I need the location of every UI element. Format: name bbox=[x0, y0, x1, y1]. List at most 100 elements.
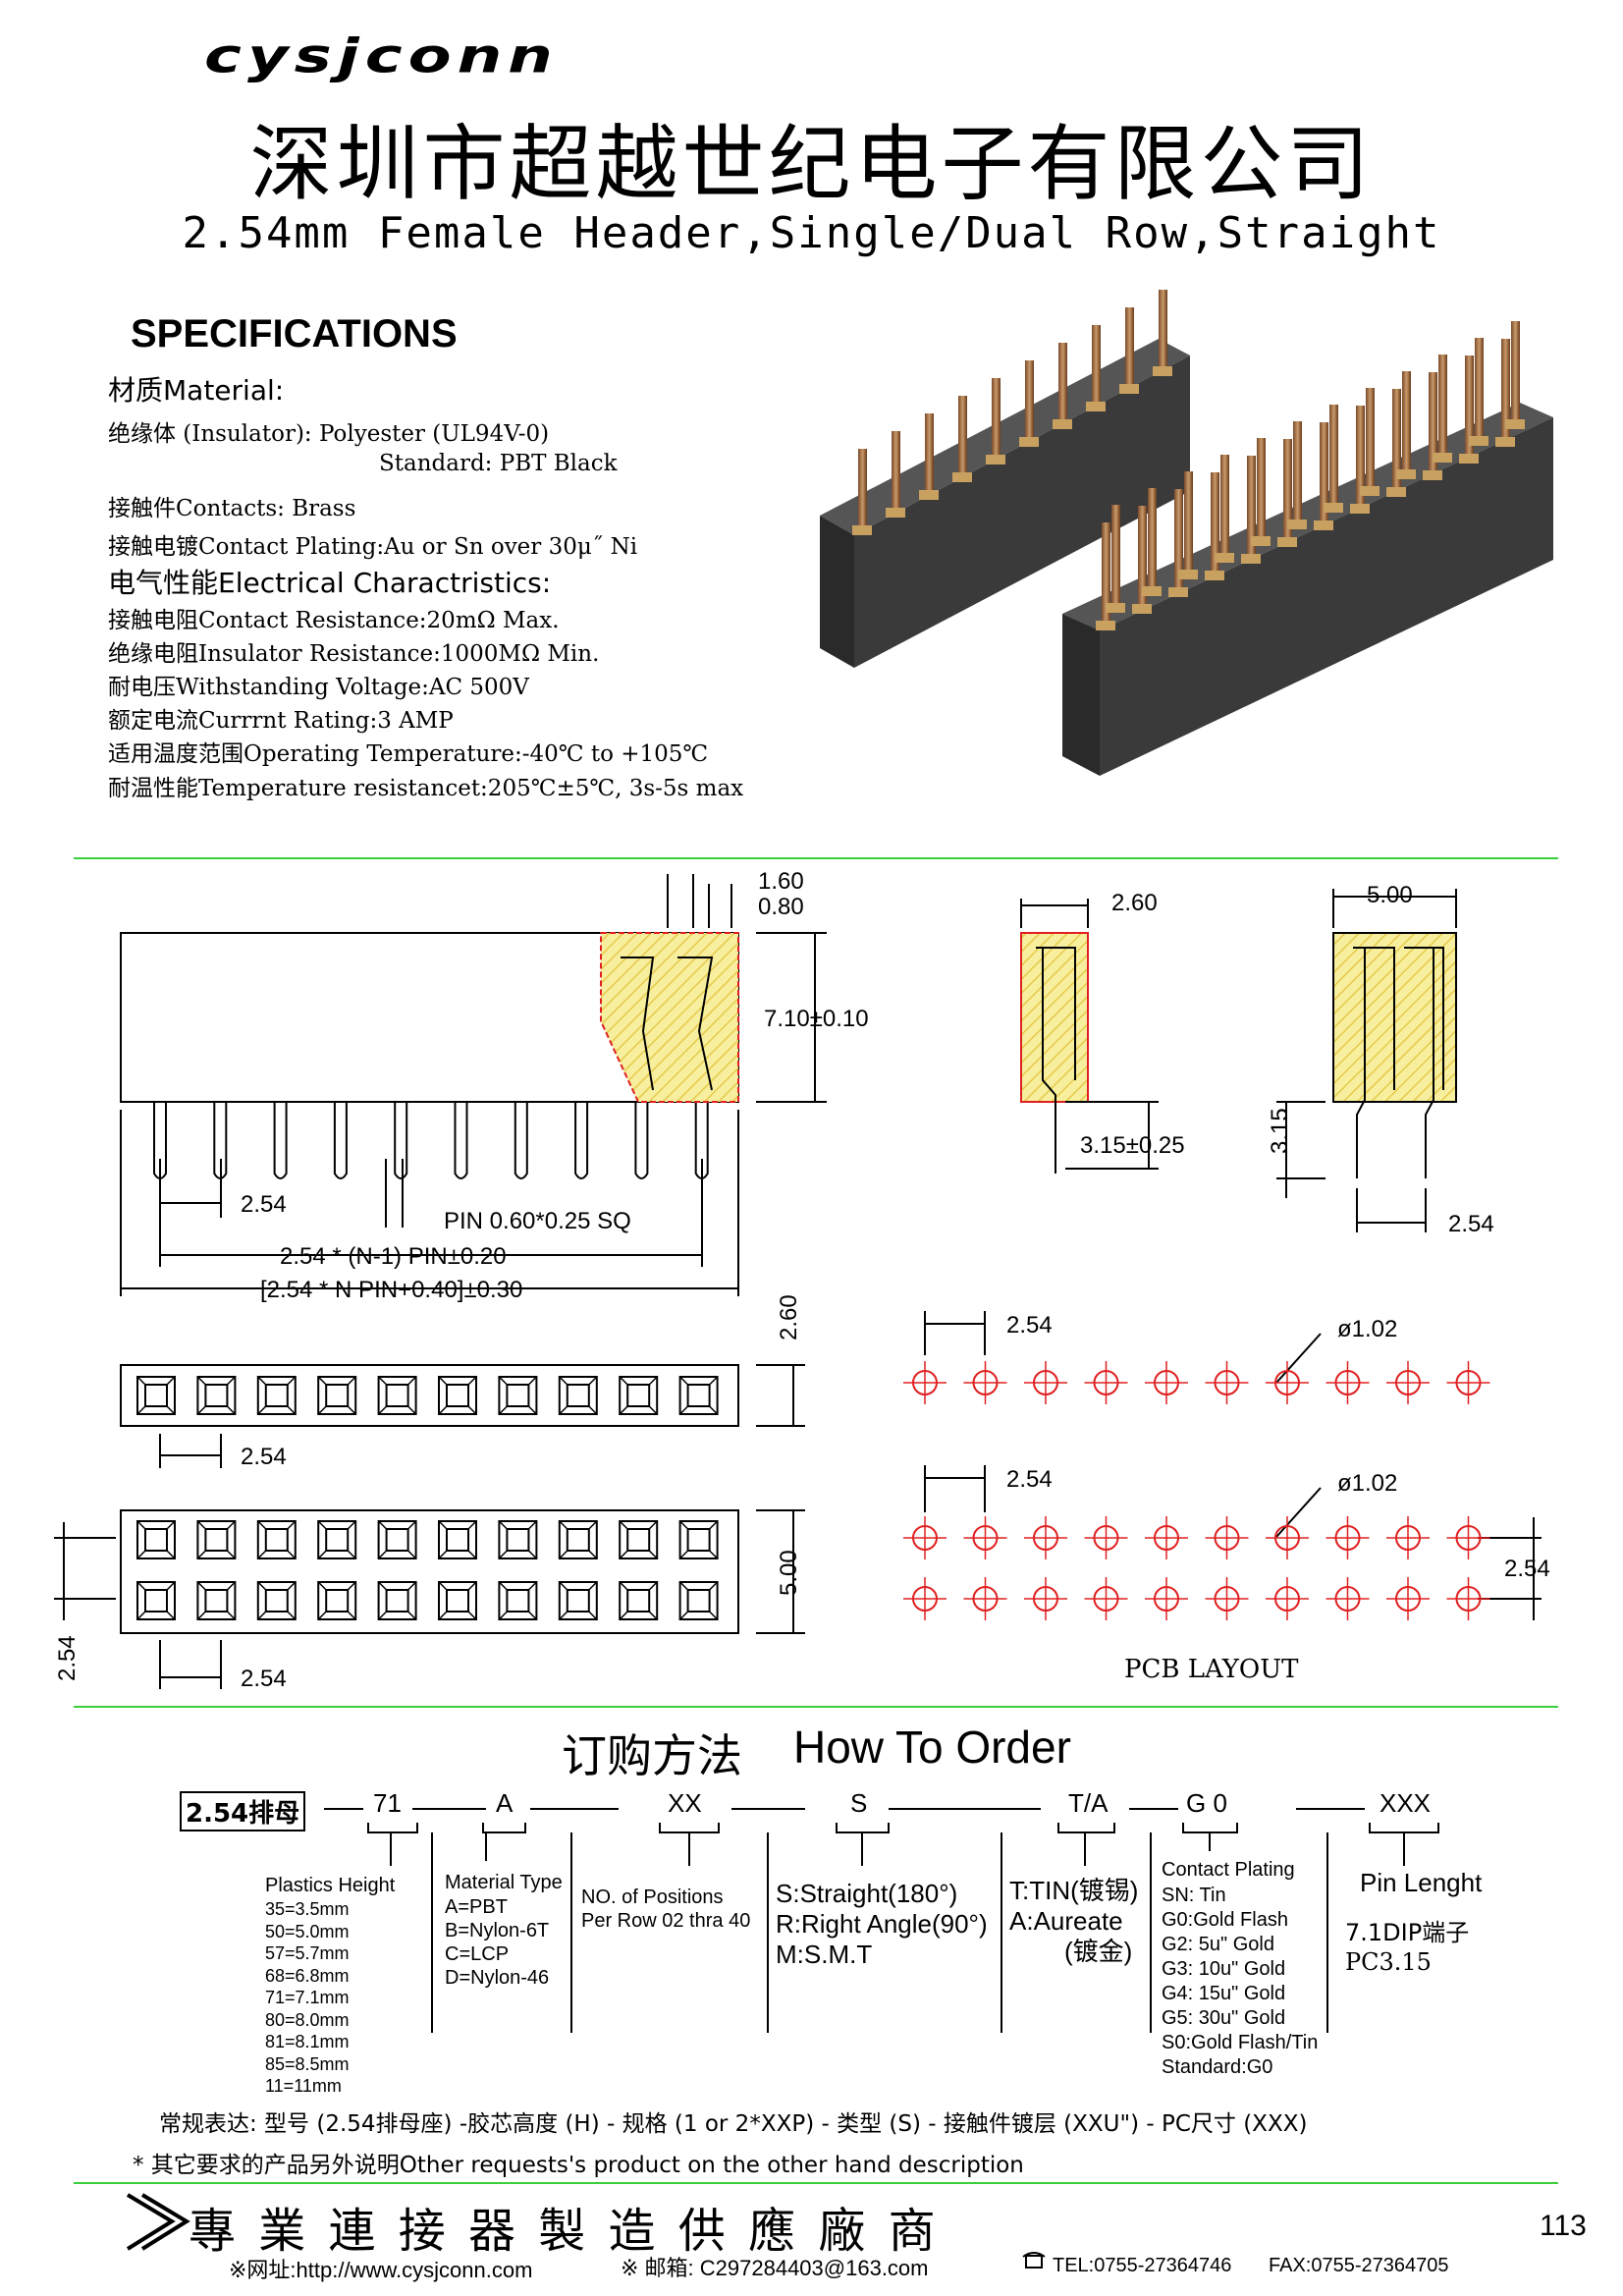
footer-tel: TEL:0755-27364746 bbox=[1053, 2255, 1232, 2276]
footer-website[interactable]: ※网址:http://www.cysjconn.com bbox=[229, 2258, 533, 2282]
pcb-hole bbox=[1395, 1525, 1421, 1551]
pcb-hole bbox=[1214, 1586, 1240, 1612]
spec-line: 耐温性能Temperature resistancet:205℃±5℃, 3s-… bbox=[108, 776, 744, 801]
section-divider bbox=[74, 1706, 1558, 1708]
pcb-hole bbox=[972, 1370, 999, 1395]
pin-render bbox=[1356, 406, 1365, 508]
dual-row-header-render bbox=[1062, 321, 1553, 776]
pin-render bbox=[858, 449, 867, 529]
pin-length-title: Pin Lenght bbox=[1360, 1868, 1483, 1897]
order-code-plating2: G 0 bbox=[1186, 1788, 1227, 1818]
pin-length-block: 7.1DIP端子 PC3.15 bbox=[1345, 1918, 1469, 1977]
pin-render bbox=[992, 378, 1001, 459]
dim-label: 2.54 bbox=[1006, 1466, 1053, 1493]
socket-square bbox=[196, 1520, 237, 1559]
company-name: 深圳市超越世纪电子有限公司 bbox=[249, 116, 1374, 212]
pin-render bbox=[1058, 343, 1067, 423]
height-item: 80=8.0mm bbox=[265, 2009, 350, 2030]
front-pin bbox=[514, 1102, 528, 1179]
pin-render bbox=[1511, 321, 1520, 423]
dim-label: ø1.02 bbox=[1337, 1470, 1398, 1497]
pcb-hole bbox=[912, 1586, 938, 1612]
dim-label: 2.54 bbox=[1006, 1312, 1053, 1339]
height-item: 57=5.7mm bbox=[265, 1943, 350, 1963]
electrical-heading: 电气性能Electrical Charactristics: bbox=[108, 567, 552, 599]
positions-block: NO. of Positions Per Row 02 thra 40 bbox=[581, 1886, 750, 1933]
dim-label: 2.54 bbox=[1448, 1211, 1494, 1237]
dim-label: 5.00 bbox=[776, 1550, 802, 1596]
socket-square bbox=[619, 1581, 659, 1620]
pcb-hole bbox=[972, 1586, 999, 1612]
front-pin bbox=[574, 1102, 589, 1179]
type-line: S:Straight(180°) bbox=[776, 1879, 958, 1908]
pcb-hole bbox=[1214, 1370, 1240, 1395]
page-number: 113 bbox=[1540, 2210, 1587, 2242]
front-pin bbox=[694, 1102, 709, 1179]
footer-email[interactable]: ※ 邮箱: C297284403@163.com bbox=[621, 2256, 929, 2280]
order-code-material: A bbox=[496, 1788, 514, 1818]
pin-render bbox=[1174, 489, 1183, 591]
spec-line: 耐电压Withstanding Voltage:AC 500V bbox=[108, 675, 529, 700]
pcb-hole bbox=[1455, 1525, 1482, 1551]
socket-square bbox=[256, 1376, 297, 1415]
type-block: S:Straight(180°) R:Right Angle(90°) M:S.… bbox=[776, 1879, 988, 1970]
front-pin bbox=[333, 1102, 348, 1179]
pcb-hole bbox=[972, 1525, 999, 1551]
pcb-hole bbox=[1033, 1586, 1058, 1612]
order-code-plating1: T/A bbox=[1068, 1788, 1109, 1818]
pin-render bbox=[1366, 388, 1375, 490]
tin-line: A:Aureate bbox=[1009, 1906, 1123, 1936]
dim-label: 2.54 bbox=[1504, 1556, 1550, 1582]
height-item: 81=8.1mm bbox=[265, 2032, 350, 2051]
tin-line: (镀金) bbox=[1064, 1937, 1133, 1966]
footer-fax: FAX:0755-27364705 bbox=[1269, 2255, 1449, 2276]
top-view-dual bbox=[120, 1509, 739, 1634]
spec-line: 接触电阻Contact Resistance:20mΩ Max. bbox=[108, 608, 560, 633]
material-item: B=Nylon-6T bbox=[445, 1920, 550, 1941]
socket-square bbox=[438, 1520, 477, 1559]
pcb-hole bbox=[1154, 1586, 1179, 1612]
socket-square bbox=[678, 1520, 719, 1559]
socket-square bbox=[558, 1581, 598, 1620]
front-pin bbox=[213, 1102, 228, 1179]
socket-square bbox=[558, 1376, 598, 1415]
pin-render bbox=[1159, 290, 1167, 370]
pcb-hole bbox=[1395, 1370, 1421, 1395]
plating-item: SN: Tin bbox=[1162, 1885, 1226, 1906]
order-code-type: S bbox=[850, 1788, 868, 1818]
pin-render bbox=[1402, 371, 1411, 473]
dim-label: 2.54 bbox=[54, 1635, 81, 1681]
dim-label: 2.60 bbox=[1111, 890, 1158, 916]
dim-label: 2.54 bbox=[241, 1191, 287, 1218]
order-title-en: How To Order bbox=[793, 1722, 1071, 1773]
cutaway-section bbox=[600, 932, 739, 1103]
dim-label: 0.80 bbox=[758, 894, 804, 920]
height-item: 68=6.8mm bbox=[265, 1965, 350, 1986]
height-item: 11=11mm bbox=[265, 2076, 342, 2096]
order-code-base: 2.54排母 bbox=[180, 1791, 306, 1831]
dim-label: 2.54 bbox=[241, 1444, 287, 1470]
plating-title: Contact Plating bbox=[1162, 1859, 1295, 1881]
material-item: A=PBT bbox=[445, 1896, 508, 1918]
socket-square bbox=[678, 1581, 719, 1620]
pin-render bbox=[1184, 471, 1193, 574]
plating-item: G2: 5u" Gold bbox=[1162, 1934, 1274, 1955]
positions-line: Per Row 02 thra 40 bbox=[581, 1910, 751, 1932]
height-item: 50=5.0mm bbox=[265, 1921, 350, 1941]
material-item: D=Nylon-46 bbox=[445, 1967, 550, 1989]
single-row-header-render bbox=[820, 290, 1190, 668]
socket-square bbox=[438, 1376, 477, 1415]
pcb-hole bbox=[1455, 1370, 1482, 1395]
socket-square bbox=[438, 1581, 477, 1620]
dim-label: 3.15 bbox=[1267, 1108, 1293, 1154]
pcb-hole bbox=[1334, 1586, 1361, 1612]
pin-render bbox=[1148, 488, 1157, 590]
pcb-hole bbox=[1274, 1586, 1300, 1612]
socket-square bbox=[136, 1376, 176, 1415]
pin-render bbox=[1293, 421, 1302, 523]
general-expression: 常规表达: 型号 (2.54排母座) -胶芯高度 (H) - 规格 (1 or … bbox=[159, 2111, 1308, 2137]
pin-render bbox=[892, 431, 900, 512]
socket-square bbox=[377, 1581, 417, 1620]
socket-square bbox=[317, 1376, 357, 1415]
order-code-height: 71 bbox=[373, 1788, 402, 1818]
